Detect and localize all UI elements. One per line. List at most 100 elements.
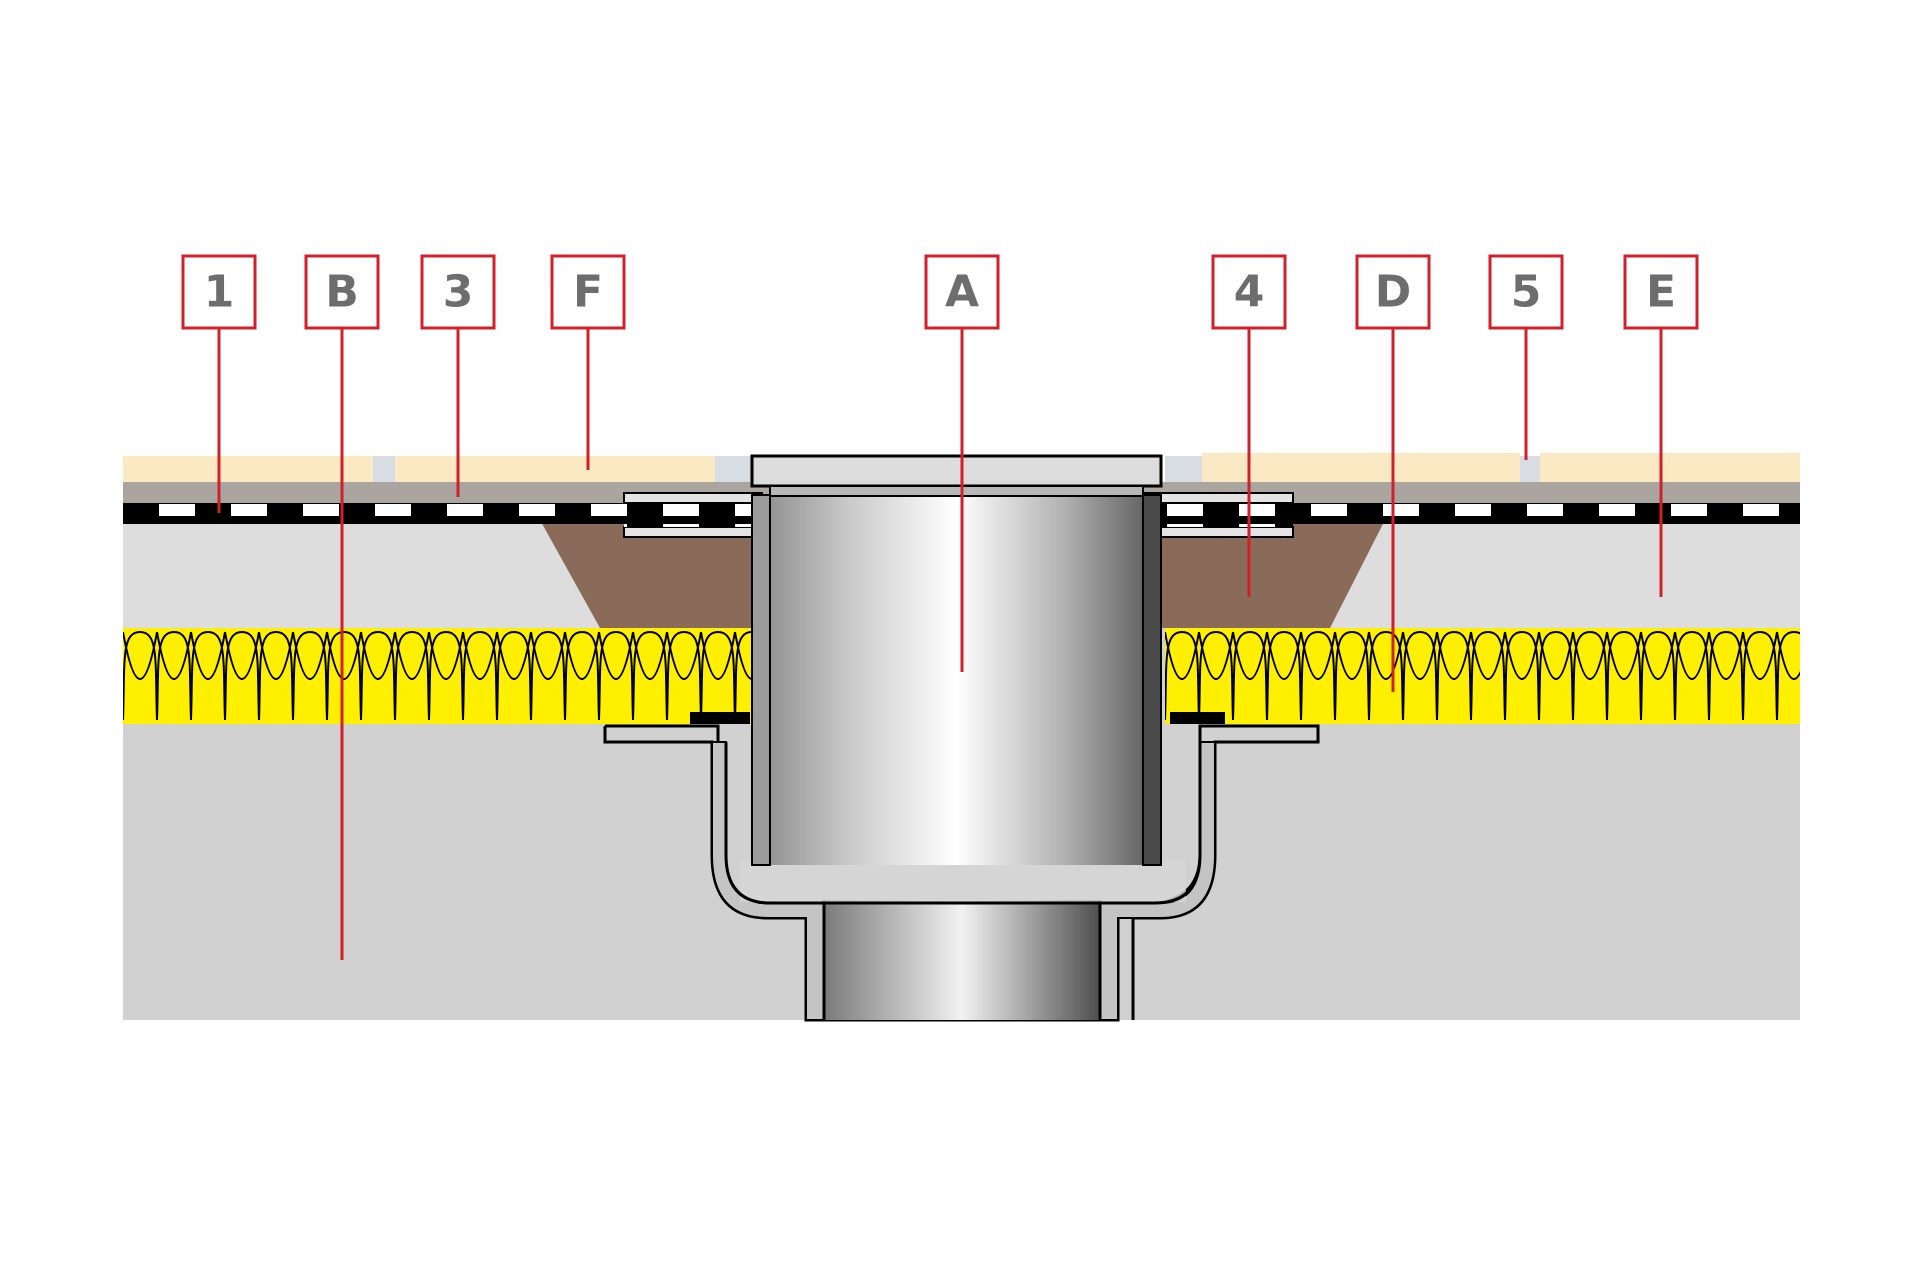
insulation-loop [1572,631,1608,680]
insulation-loop [394,630,430,721]
insulation-loop [1708,630,1744,721]
insulation-loop [530,630,566,721]
insulation-loop [1334,631,1370,680]
insulation-loop [1266,630,1302,721]
insulation-loop [258,630,294,721]
insulation-loop [1640,630,1676,721]
insulation-loop [1232,631,1268,680]
insulation-loop [734,631,751,680]
callout-1: 1 [181,254,257,330]
leader-lines [217,328,1663,960]
insulation-loop [190,630,226,721]
insulation-loop [1470,630,1506,721]
insulation-loop [1368,631,1404,680]
insulation-loop [190,631,226,680]
drain-insert [750,454,1163,866]
insulation-loop [564,630,600,721]
insulation-loop [598,631,634,680]
insulation-loop [666,630,702,721]
insulation-loop [734,631,751,721]
mortar-wedge-left [540,520,752,628]
callout-label-E: E [1646,267,1676,318]
callout-E: E [1623,254,1699,330]
insulation-loop [700,631,736,680]
drain-body [603,724,1320,1022]
insulation-loop [1776,630,1800,721]
insulation-loop [1708,631,1744,680]
insulation-loop [1538,631,1574,680]
insulation-loop [1402,630,1438,721]
insulation-loop [1436,631,1472,680]
insulation-loop [530,631,566,680]
callout-F: F [550,254,626,330]
insulation-loop [1742,631,1778,680]
insulation-loop [1436,630,1472,721]
insulation-loop [292,630,328,721]
insulation-loop [1776,631,1800,680]
insulation-loop [1402,631,1438,680]
callout-A: A [924,254,1000,330]
insulation-loop [1266,631,1302,680]
insulation-loop [1674,630,1710,721]
insulation-loop [326,630,362,721]
insulation-loop [292,631,328,680]
callout-3: 3 [420,254,496,330]
insulation-loop [632,630,668,721]
insulation-loop [360,631,396,680]
insulation-loop [1674,631,1710,680]
insulation-loop [1470,631,1506,680]
insulation-loop [156,631,192,680]
insulation-loop [224,631,260,680]
insulation-loop [564,631,600,680]
insulation-loop [462,630,498,721]
insulation-loop [1572,630,1608,721]
insulation-loop [496,630,532,721]
insulation-loop [1232,630,1268,721]
insulation-loop [1300,631,1336,680]
insulation-loop [1165,630,1200,721]
insulation-loop [1368,630,1404,721]
callout-label-A: A [945,267,979,318]
insulation-loop [1504,630,1540,721]
mortar-wedge-right [1155,520,1385,628]
insulation-loop [1504,631,1540,680]
callout-label-5: 5 [1511,267,1542,318]
insulation-loop [632,631,668,680]
insulation-loop [1334,630,1370,721]
insulation-layer [123,628,1800,724]
callout-label-3: 3 [443,267,474,318]
tile-layer [123,453,1800,482]
callout-label-1: 1 [204,267,235,318]
insulation-loop [1165,631,1200,680]
insulation-loop [326,631,362,680]
insulation-loop [1606,630,1642,721]
insulation-loop [394,631,430,680]
callout-label-B: B [325,267,359,318]
insulation-loop [1606,631,1642,680]
callout-label-F: F [573,267,603,318]
insulation-loop [123,631,158,680]
insulation-loop [258,631,294,680]
insulation-loop [428,631,464,680]
callout-4: 4 [1211,254,1287,330]
insulation-loop [598,630,634,721]
callout-B: B [304,254,380,330]
insulation-loop [123,630,158,721]
insulation-loop [666,631,702,680]
insulation-loop [462,631,498,680]
callout-5: 5 [1488,254,1564,330]
insulation-loop [700,630,736,721]
insulation-loop [156,630,192,721]
callout-label-4: 4 [1234,267,1265,318]
insulation-loop [1198,631,1234,680]
insulation-loop [1538,630,1574,721]
insulation-loop [428,630,464,721]
insulation-loop [1742,630,1778,721]
insulation-loop [1300,630,1336,721]
insulation-loop [496,631,532,680]
callout-label-D: D [1375,267,1412,318]
insulation-loop [224,630,260,721]
callout-D: D [1355,254,1431,330]
insulation-loop [1640,631,1676,680]
